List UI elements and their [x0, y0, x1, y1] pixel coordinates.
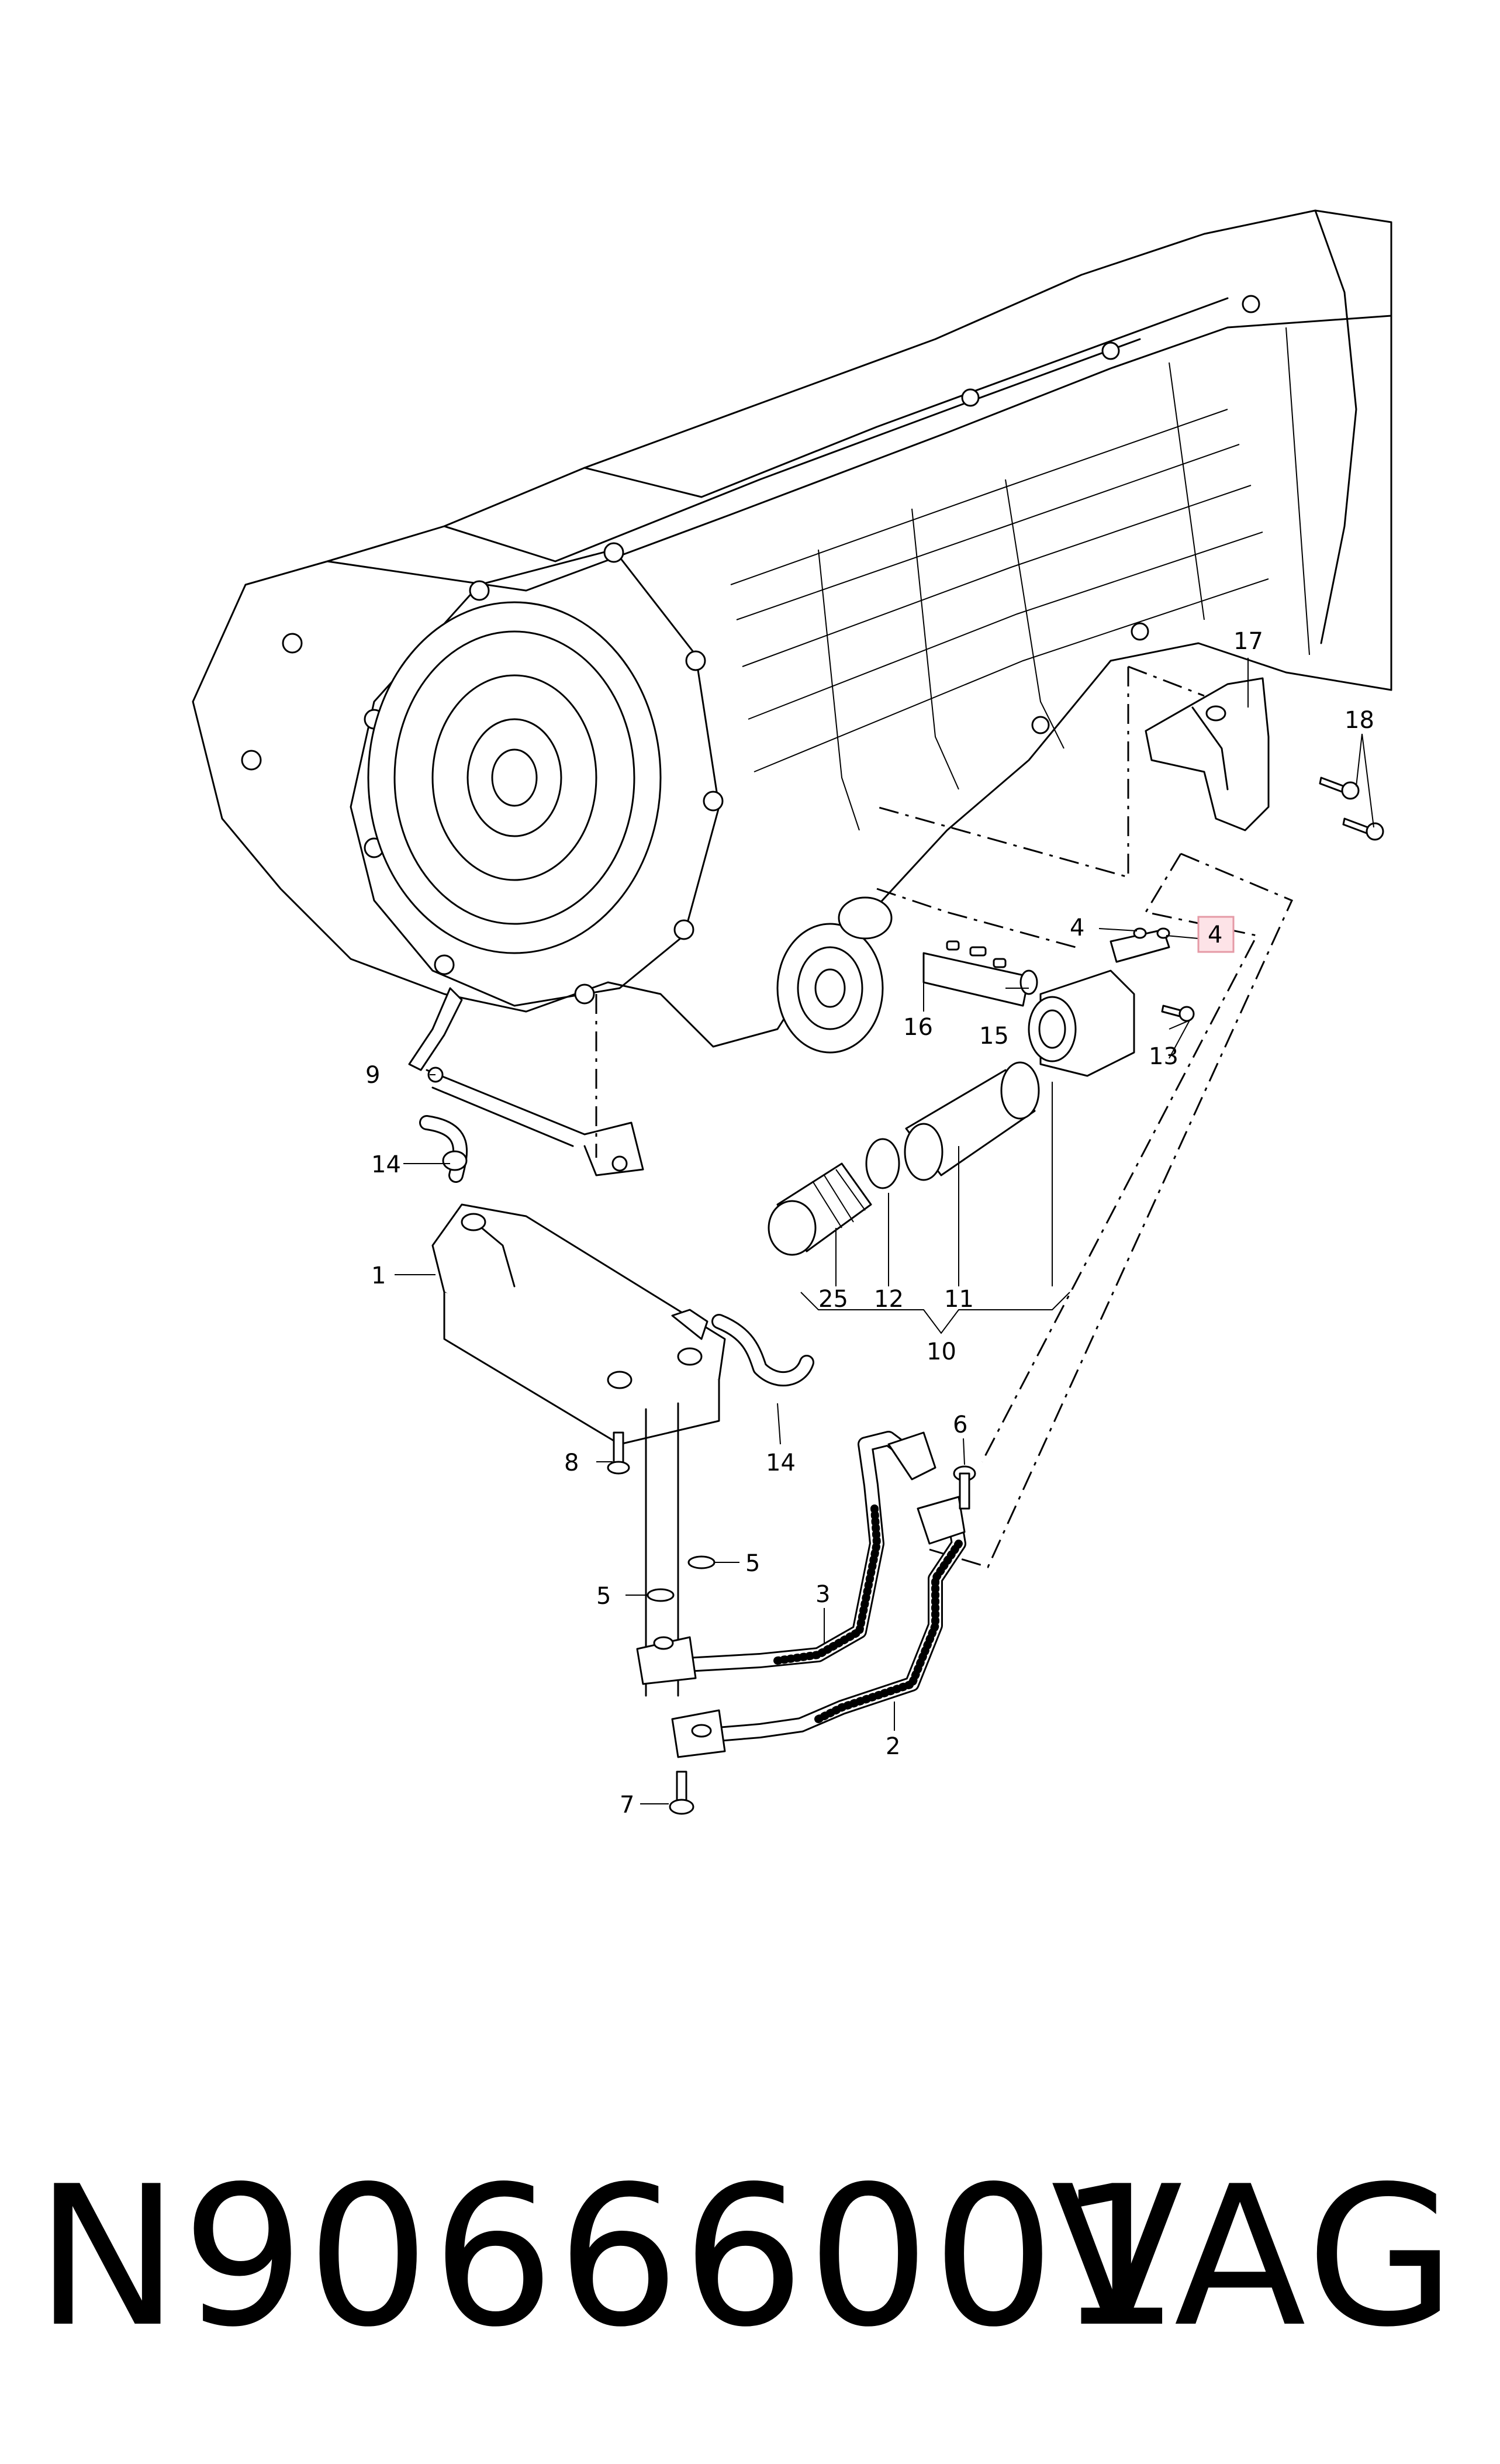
- part-18-bolts: [1319, 777, 1384, 841]
- brand-name: VAG: [1050, 2145, 1459, 2369]
- part-5-circlip-right: [687, 1555, 716, 1569]
- callout-14-lower: 14: [766, 1450, 796, 1476]
- part-15-o-ring: [1019, 969, 1038, 995]
- torque-converter: [367, 601, 662, 954]
- callout-8: 8: [564, 1450, 579, 1476]
- callout-13: 13: [1149, 1043, 1178, 1070]
- part-14-coolant-hose-upper: [419, 1115, 468, 1183]
- output-flange: [776, 896, 893, 1054]
- exploded-parts-diagram: 17 18 4 4 13 15 16 9 14 1 25 12 11 10 14…: [192, 209, 1392, 1818]
- leader-lines: [395, 658, 1374, 1804]
- callout-7: 7: [620, 1792, 634, 1818]
- callout-3: 3: [815, 1581, 830, 1608]
- part-11-filter-element: [904, 1061, 1040, 1181]
- callout-14-upper: 14: [371, 1151, 401, 1178]
- callout-5-left: 5: [596, 1583, 611, 1610]
- part-3-oil-line: [647, 1431, 920, 1674]
- part-7-bolt: [669, 1771, 694, 1815]
- part-4-filter-housing: [1028, 927, 1170, 1077]
- part-6-bolt: [953, 1465, 976, 1510]
- part-14-coolant-hose-lower: [711, 1314, 814, 1386]
- callout-4-highlighted: 4: [1208, 922, 1222, 948]
- callout-11: 11: [944, 1286, 974, 1313]
- part-16-plugs: [922, 940, 1030, 1007]
- part-12-seal-ring: [865, 1138, 900, 1189]
- part-13-bolt: [1161, 1005, 1195, 1022]
- part-25-filter-cap: [768, 1162, 872, 1256]
- part-17-bracket: [1145, 677, 1270, 831]
- callout-labels: 17 18 4 4 13 15 16 9 14 1 25 12 11 10 14…: [365, 628, 1374, 1818]
- callout-4-highlight: [1197, 916, 1235, 953]
- callout-12: 12: [874, 1286, 904, 1313]
- callout-1: 1: [371, 1262, 386, 1289]
- part-8-bolt: [607, 1431, 630, 1475]
- part-1-oil-cooler: [431, 1203, 726, 1445]
- callout-5-right: 5: [745, 1550, 760, 1577]
- callout-18: 18: [1345, 707, 1374, 734]
- callout-2: 2: [886, 1733, 900, 1760]
- callout-16: 16: [903, 1014, 933, 1041]
- part-5-circlip-left: [647, 1588, 675, 1602]
- callout-10: 10: [927, 1338, 956, 1365]
- callout-25: 25: [818, 1286, 848, 1313]
- callout-4-left: 4: [1070, 914, 1084, 941]
- oil-line-fittings: [636, 1431, 966, 1758]
- callout-9: 9: [365, 1062, 380, 1089]
- part-2-oil-line: [682, 1501, 966, 1744]
- callout-17: 17: [1233, 628, 1263, 655]
- part-9-bracket: [408, 987, 644, 1176]
- part-number: N90666001: [35, 2145, 1183, 2369]
- footer: N90666001 VAG: [0, 2128, 1500, 2397]
- callout-6: 6: [953, 1412, 967, 1438]
- callout-15: 15: [979, 1023, 1009, 1050]
